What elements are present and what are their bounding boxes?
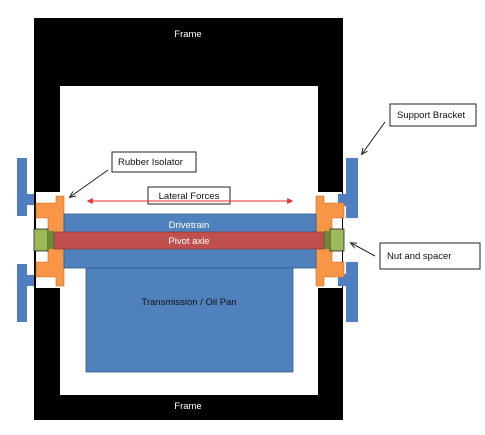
spacer-left [48,231,54,249]
pivot-axle [53,231,325,250]
nut-right [329,228,345,252]
spacer-right [324,231,330,249]
support-bracket-label: Support Bracket [397,110,465,121]
transmission-oil-pan [85,267,294,373]
rubber-isolator-label: Rubber Isolator [118,157,183,168]
nut-and-spacer-label: Nut and spacer [387,251,451,262]
pivot-axle-label: Pivot axle [168,236,209,247]
frame-bottom-label: Frame [174,401,201,412]
nut-and-spacer-box [379,242,481,270]
nut-left [33,228,49,252]
frame-top-label: Frame [174,29,201,40]
support-bracket-box [389,103,477,127]
lateral-forces-label: Lateral Forces [159,191,220,202]
drivetrain-label: Drivetrain [169,220,210,231]
support-bracket-left-lower [17,264,34,322]
frame [34,18,343,420]
transmission-label: Transmission / Oil Pan [141,297,236,308]
support-bracket-pointer [362,121,386,154]
support-bracket-left-upper [17,158,34,216]
rubber-isolator-box [111,151,197,173]
rubber-isolator-pointer [70,169,109,197]
nut-and-spacer-pointer [351,243,376,257]
